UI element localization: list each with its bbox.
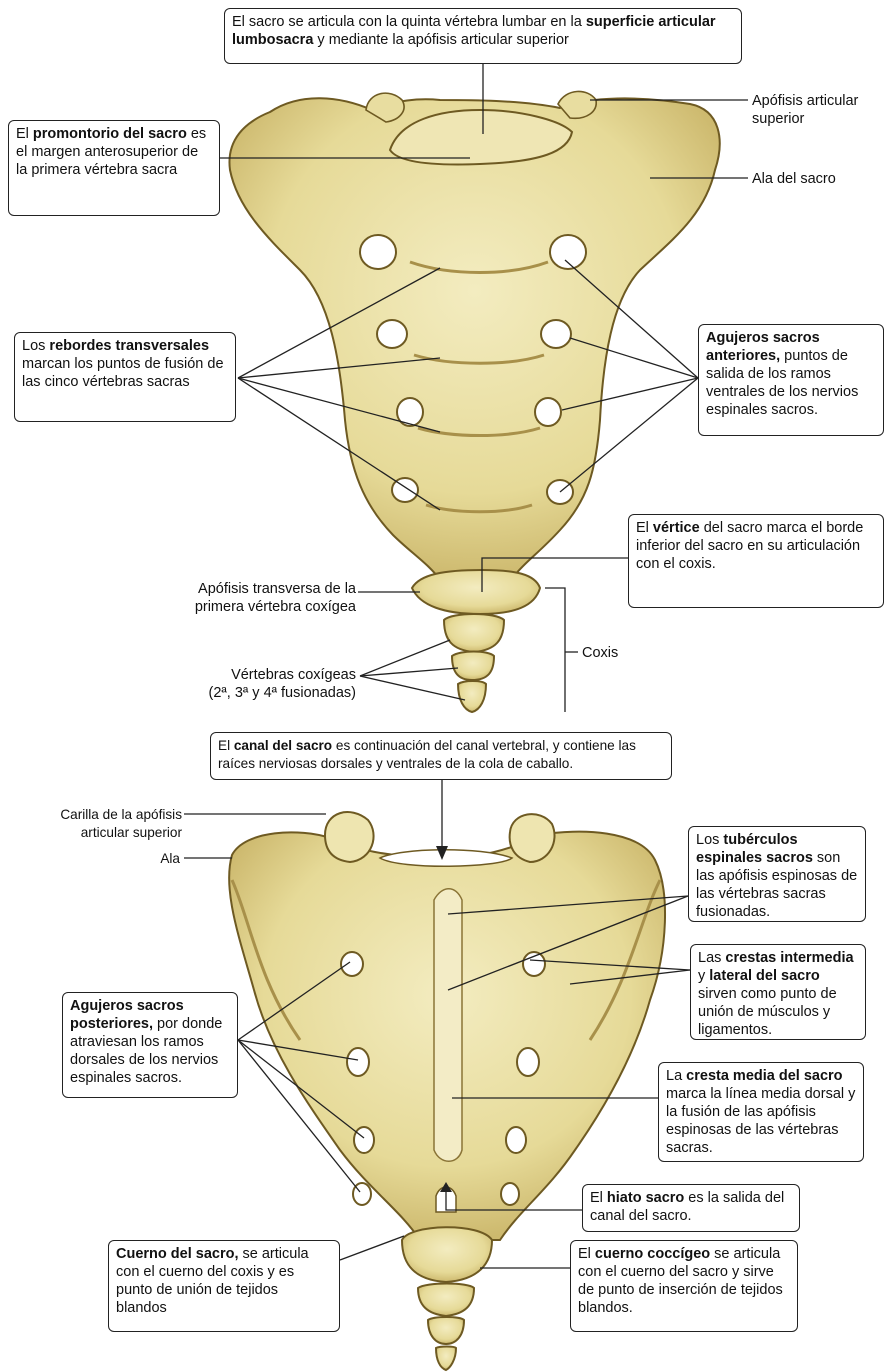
label-apofisis-transversa: Apófisis transversa de la primera vérteb… xyxy=(150,580,356,616)
callout-agujeros-anteriores: Agujeros sacros anteriores, puntos de sa… xyxy=(698,324,884,436)
posterior-foramen-r3 xyxy=(506,1127,526,1153)
callout-bold: cuerno coccígeo xyxy=(595,1246,710,1262)
callout-tuberculos: Los tubérculos espinales sacros son las … xyxy=(688,826,866,922)
callout-text: El sacro se articula con la quinta vérte… xyxy=(232,14,586,30)
label-ala-del-sacro: Ala del sacro xyxy=(752,170,836,188)
anterior-sacrum xyxy=(229,91,719,712)
callout-text: marca la línea media dorsal y la fusión … xyxy=(666,1086,855,1156)
callout-cresta-media: La cresta media del sacro marca la línea… xyxy=(658,1062,864,1162)
callout-text: sirven como punto de unión de músculos y… xyxy=(698,986,837,1038)
anterior-foramen-r2 xyxy=(541,320,571,348)
anterior-coccyx-2 xyxy=(444,614,504,652)
callout-crestas: Las crestas intermedia y lateral del sac… xyxy=(690,944,866,1040)
label-ala: Ala xyxy=(100,850,180,868)
median-sacral-crest xyxy=(434,889,462,1162)
callout-text: y xyxy=(698,968,709,984)
posterior-coccyx-1 xyxy=(402,1227,492,1282)
callout-bold: Cuerno del sacro, xyxy=(116,1246,238,1262)
callout-text: El xyxy=(636,520,653,536)
callout-bold: crestas intermedia xyxy=(725,950,853,966)
posterior-coccyx-2 xyxy=(418,1284,474,1317)
label-line: Vértebras coxígeas xyxy=(160,666,356,684)
anterior-coccyx-3 xyxy=(452,652,494,681)
label-vertebras-coxigeas: Vértebras coxígeas (2ª, 3ª y 4ª fusionad… xyxy=(160,666,356,702)
anterior-foramen-r1 xyxy=(550,235,586,269)
label-line: Apófisis transversa de la xyxy=(150,580,356,598)
callout-bold: rebordes transversales xyxy=(49,338,209,354)
posterior-articular-facet-right xyxy=(510,814,555,862)
callout-cuerno-coccigeo: El cuerno coccígeo se articula con el cu… xyxy=(570,1240,798,1332)
callout-bold: lateral del sacro xyxy=(709,968,819,984)
anterior-sacrum-body xyxy=(229,98,719,580)
label-carilla: Carilla de la apófisis articular superio… xyxy=(4,806,182,842)
anterior-foramen-l2 xyxy=(377,320,407,348)
callout-promontorio: El promontorio del sacro es el margen an… xyxy=(8,120,220,216)
anterior-foramen-r3 xyxy=(535,398,561,426)
anterior-coccyx-1 xyxy=(412,570,540,614)
callout-bold: cresta media del sacro xyxy=(686,1068,842,1084)
posterior-articular-facet-left xyxy=(325,812,374,862)
callout-text: Los xyxy=(696,832,723,848)
callout-vertice: El vértice del sacro marca el borde infe… xyxy=(628,514,884,608)
anterior-coccyx-4 xyxy=(458,681,486,712)
callout-text: El xyxy=(590,1190,607,1206)
label-line: Carilla de la apófisis xyxy=(4,806,182,824)
posterior-coccyx-4 xyxy=(436,1347,456,1371)
callout-text: La xyxy=(666,1068,686,1084)
callout-bold: vértice xyxy=(653,520,700,536)
label-line: primera vértebra coxígea xyxy=(150,598,356,616)
callout-cuerno-sacro: Cuerno del sacro, se articula con el cue… xyxy=(108,1240,340,1332)
callout-hiato: El hiato sacro es la salida del canal de… xyxy=(582,1184,800,1232)
callout-text: El xyxy=(218,738,234,753)
posterior-coccyx-3 xyxy=(428,1317,464,1344)
callout-text: y mediante la apófisis articular superio… xyxy=(313,32,568,48)
label-coxis: Coxis xyxy=(582,644,618,662)
posterior-foramen-l3 xyxy=(354,1127,374,1153)
label-line: (2ª, 3ª y 4ª fusionadas) xyxy=(160,684,356,702)
callout-lumbosacral: El sacro se articula con la quinta vérte… xyxy=(224,8,742,64)
callout-text: Los xyxy=(22,338,49,354)
posterior-foramen-r2 xyxy=(517,1048,539,1076)
posterior-foramen-r4 xyxy=(501,1183,519,1205)
callout-text: Las xyxy=(698,950,725,966)
callout-bold: hiato sacro xyxy=(607,1190,684,1206)
callout-text: El xyxy=(578,1246,595,1262)
label-line: articular superior xyxy=(4,824,182,842)
callout-canal: El canal del sacro es continuación del c… xyxy=(210,732,672,780)
callout-bold: promontorio del sacro xyxy=(33,126,187,142)
posterior-foramen-r1 xyxy=(523,952,545,976)
callout-rebordes: Los rebordes transversales marcan los pu… xyxy=(14,332,236,422)
callout-text: El xyxy=(16,126,33,142)
label-apofisis-articular-superior: Apófisis articular superior xyxy=(752,92,884,128)
posterior-foramen-l2 xyxy=(347,1048,369,1076)
callout-bold: canal del sacro xyxy=(234,738,332,753)
callout-agujeros-posteriores: Agujeros sacros posteriores, por donde a… xyxy=(62,992,238,1098)
posterior-foramen-l1 xyxy=(341,952,363,976)
callout-text: marcan los puntos de fusión de las cinco… xyxy=(22,356,224,390)
sacral-canal-opening xyxy=(380,850,512,867)
anterior-foramen-l1 xyxy=(360,235,396,269)
